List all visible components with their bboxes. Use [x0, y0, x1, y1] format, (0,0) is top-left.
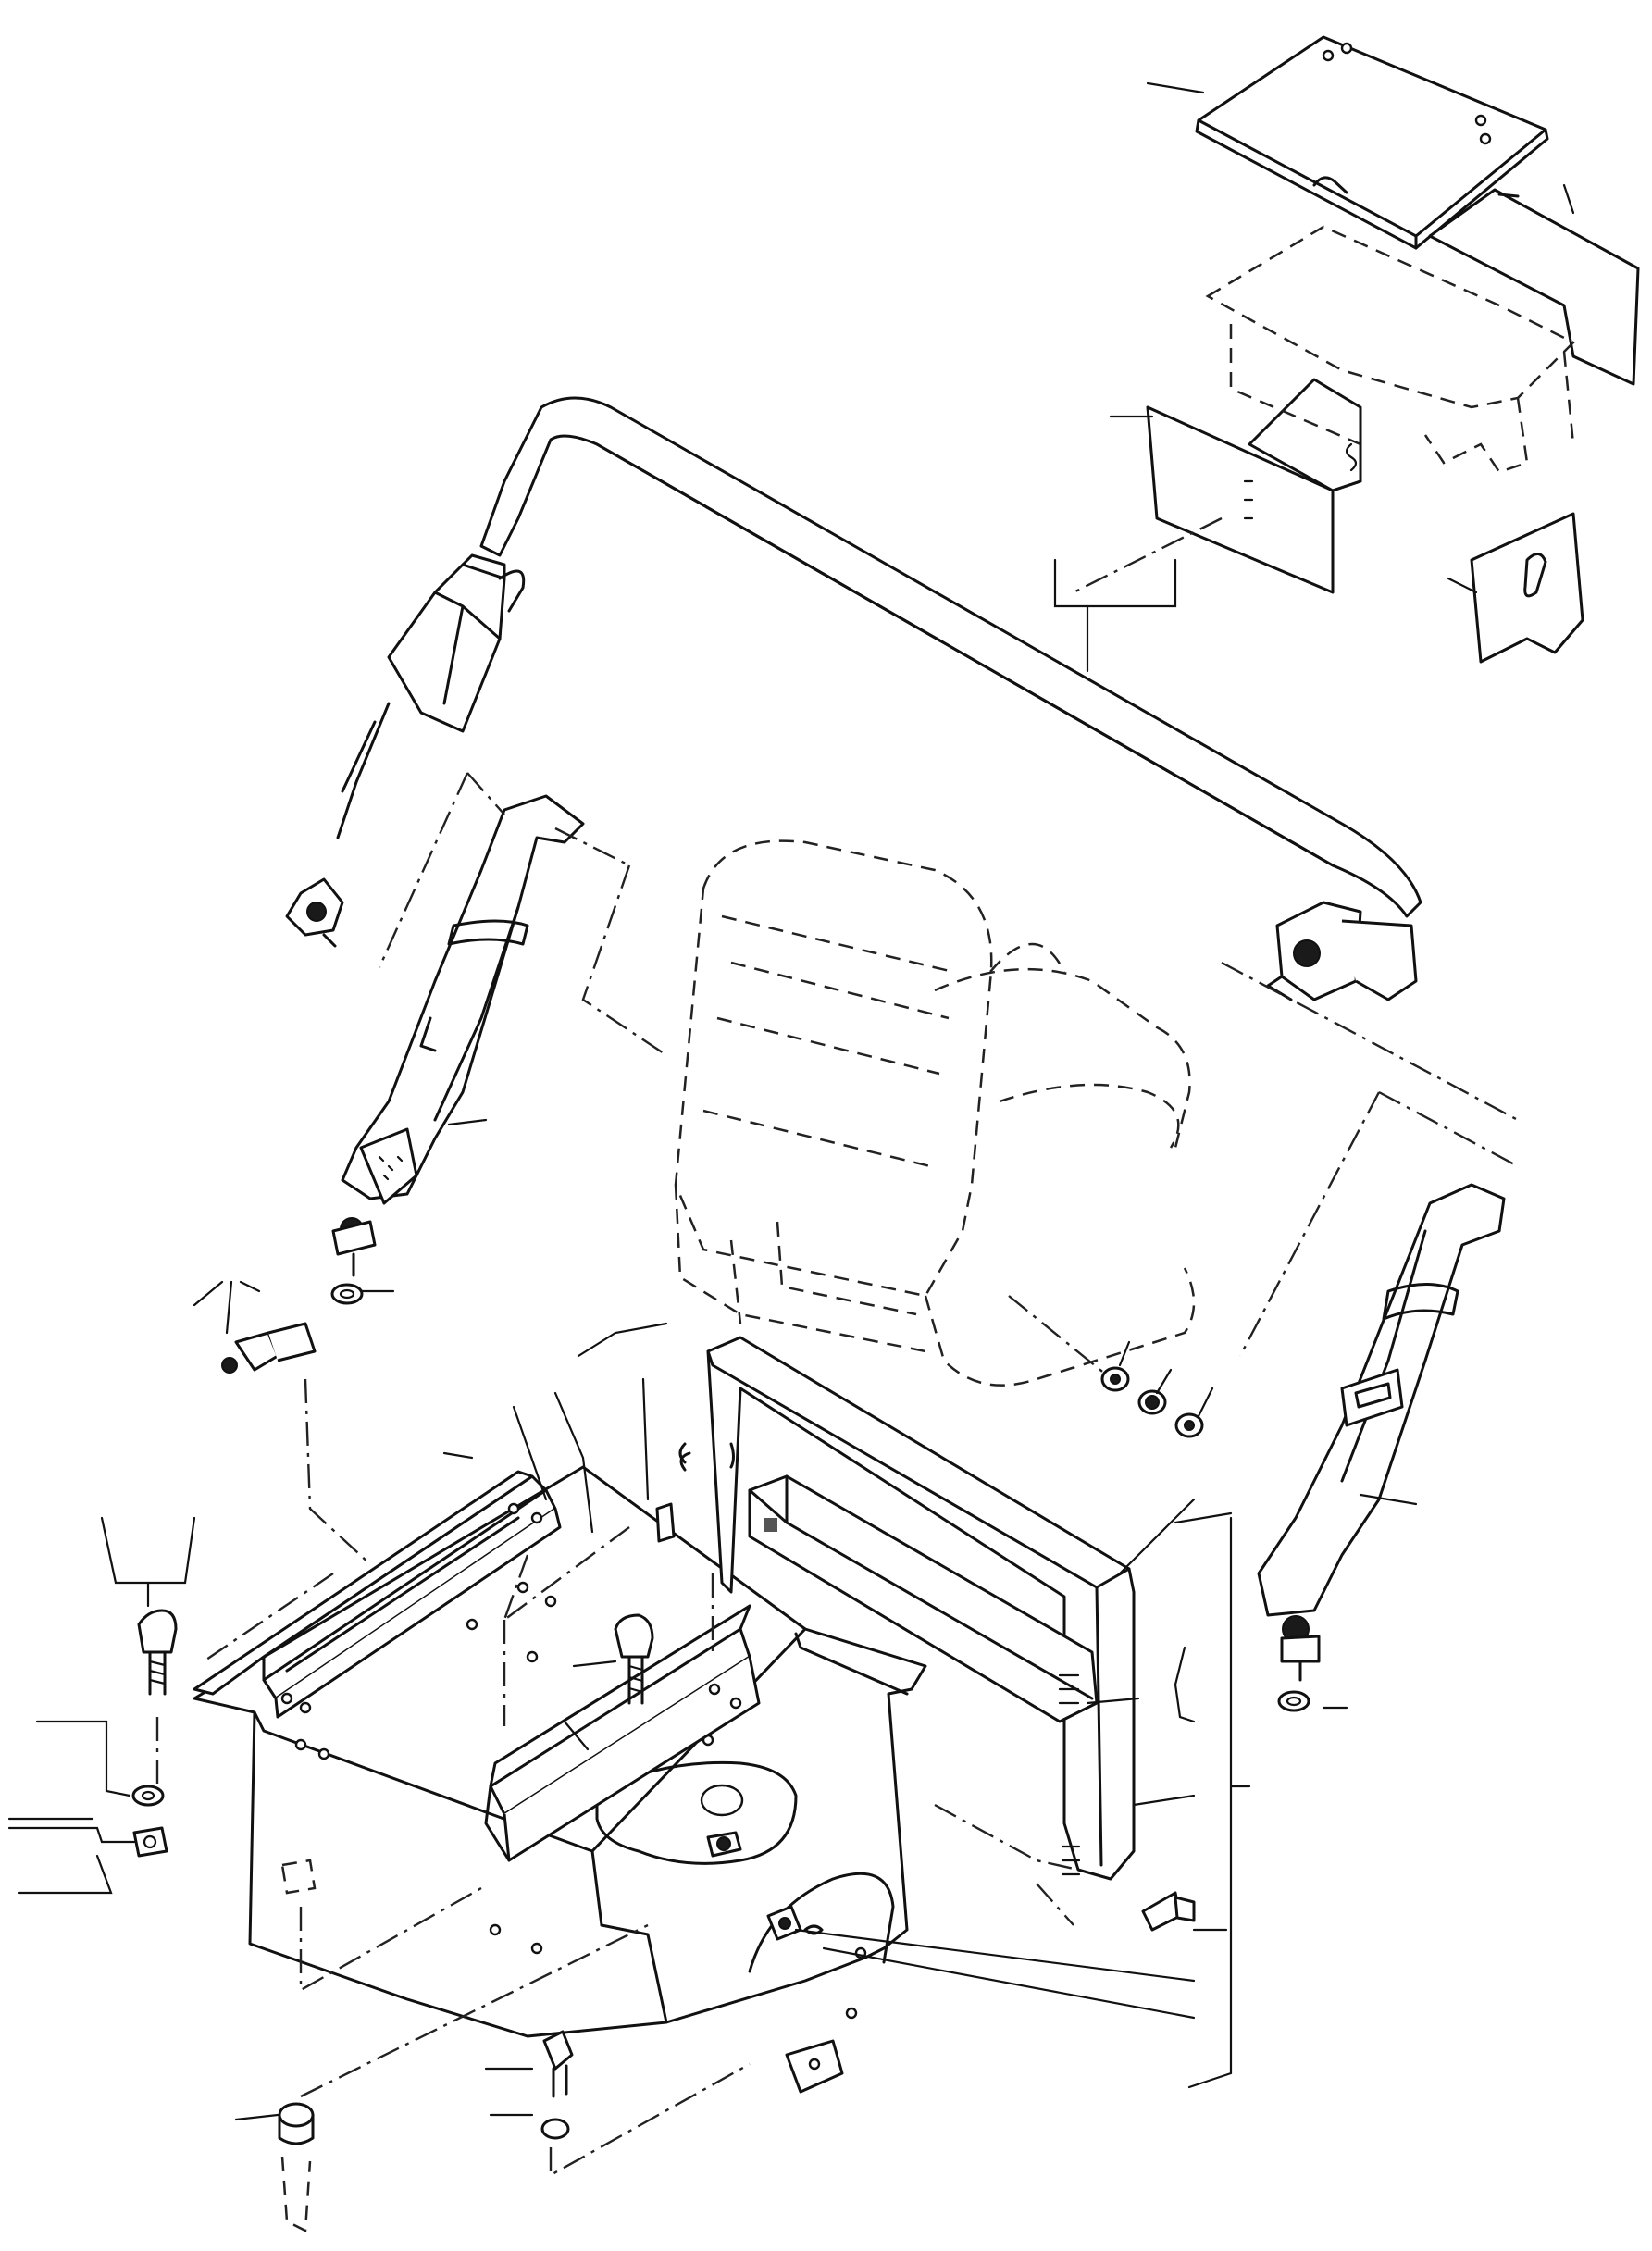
- phantom-lines: [155, 516, 1519, 2178]
- shoulder-belt: [285, 396, 1422, 1001]
- small-plate-top: [1470, 512, 1584, 664]
- bracket-top: [1146, 378, 1362, 594]
- lap-belt-right: [1257, 1183, 1506, 1712]
- seat-outline: [674, 839, 1196, 1387]
- right-rail: [484, 1604, 761, 1862]
- hidden-frame-top: [1205, 225, 1576, 474]
- lap-belt-left: [330, 794, 585, 1305]
- side-plate-top: [1428, 188, 1640, 386]
- floor-plate-top: [1195, 35, 1549, 250]
- hardware: [131, 1322, 1204, 2232]
- callout-leaders: [7, 81, 1575, 2121]
- left-rail: [193, 1470, 562, 1719]
- rear-panel: [678, 1336, 1136, 1881]
